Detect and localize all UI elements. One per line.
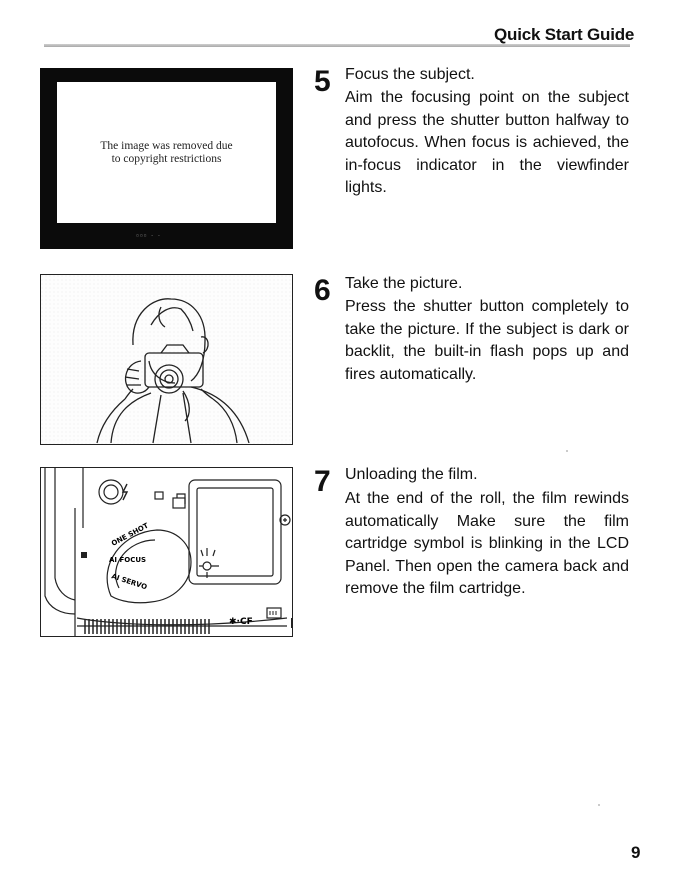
step-6-body: Press the shutter button completely to t… [345,298,629,383]
photographer-drawing [41,275,292,444]
step-6-number: 6 [314,274,331,307]
cf-label: ✱·CF [229,617,253,627]
step-5-body: Aim the focusing point on the subject an… [345,89,629,196]
camera-panel-illustration: ONE SHOT AI FOCUS AI SERVO ✱·CF [40,467,293,637]
photographer-illustration [40,274,293,445]
copyright-notice-line1: The image was removed due [100,140,233,152]
step-5-number: 5 [314,65,331,98]
viewfinder-readout: ▫▫▫ · · [136,231,162,240]
viewfinder-figure: The image was removed due to copyright r… [40,68,293,249]
step-5-title: Focus the subject. [345,66,475,83]
camera-panel-drawing: ONE SHOT AI FOCUS AI SERVO ✱·CF [44,468,292,636]
viewfinder-frame: The image was removed due to copyright r… [57,82,276,223]
print-speck [566,450,568,452]
page-number: 9 [631,843,641,862]
copyright-notice: The image was removed due to copyright r… [57,140,276,166]
header-rule [44,44,630,47]
step-6-title: Take the picture. [345,275,463,292]
dial-one-shot-label: ONE SHOT [110,522,150,548]
copyright-notice-line2: to copyright restrictions [111,153,222,165]
step-7-number: 7 [314,465,331,498]
step-7-body: At the end of the roll, the film rewinds… [345,490,629,597]
page-header-title: Quick Start Guide [494,25,635,44]
print-speck [598,804,600,806]
dial-ai-focus-label: AI FOCUS [109,556,146,564]
step-7-title: Unloading the film. [345,466,478,483]
